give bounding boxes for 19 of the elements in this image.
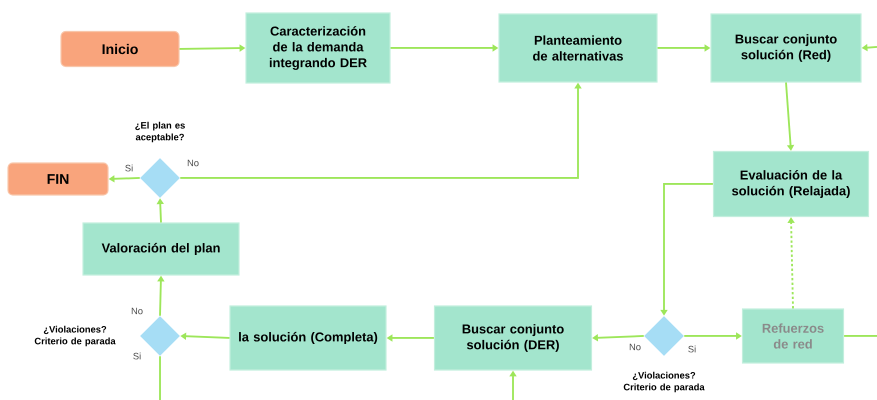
terminal-box: FIN: [7, 162, 109, 196]
edge-label: Si: [132, 351, 142, 361]
edge-label: Si: [124, 163, 134, 173]
edge-label: No: [628, 342, 642, 352]
process-box: Refuerzos de red: [742, 308, 844, 364]
process-box: la solución (Completa): [229, 305, 387, 371]
edge-label: No: [130, 306, 144, 316]
process-box: Buscar conjunto solución (Red): [710, 13, 862, 83]
terminal-box: Inicio: [60, 30, 180, 68]
process-box: Valoración del plan: [82, 222, 240, 276]
process-box: Planteamiento de alternativas: [498, 13, 658, 83]
decision-question: ¿El plan es aceptable?: [135, 122, 185, 142]
process-box: Evaluación de la solución (Relajada): [712, 150, 870, 218]
decision-question: ¿Violaciones? Criterio de parada: [34, 326, 116, 346]
decision-question: ¿Violaciones? Criterio de parada: [624, 372, 705, 392]
edge-label: No: [186, 158, 200, 168]
process-box: Caracterización de la demanda integrando DER: [245, 12, 391, 84]
process-box: Buscar conjunto solución (DER): [434, 305, 592, 371]
edge-label: Si: [686, 344, 698, 354]
